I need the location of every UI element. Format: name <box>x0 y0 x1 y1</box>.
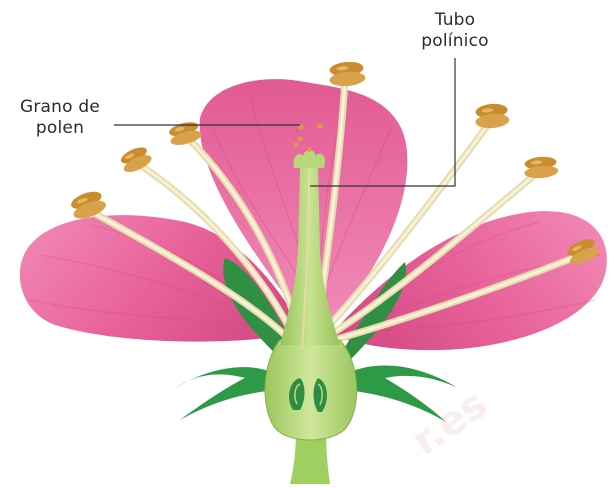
ovary <box>265 340 357 440</box>
anther-5 <box>474 103 510 130</box>
label-pollen-grain-line2: polen <box>6 118 114 139</box>
sepal-left <box>172 367 278 420</box>
watermark: r.es <box>403 381 495 465</box>
anther-4 <box>328 60 366 87</box>
label-pollen-tube: Tubo polínico <box>405 10 505 52</box>
label-pollen-tube-line1: Tubo <box>405 10 505 31</box>
anther-6 <box>523 156 559 180</box>
label-pollen-grain-line1: Grano de <box>6 97 114 118</box>
label-pollen-grain: Grano de polen <box>6 97 114 139</box>
label-pollen-tube-line2: polínico <box>405 31 505 52</box>
svg-text:r.es: r.es <box>403 381 495 465</box>
